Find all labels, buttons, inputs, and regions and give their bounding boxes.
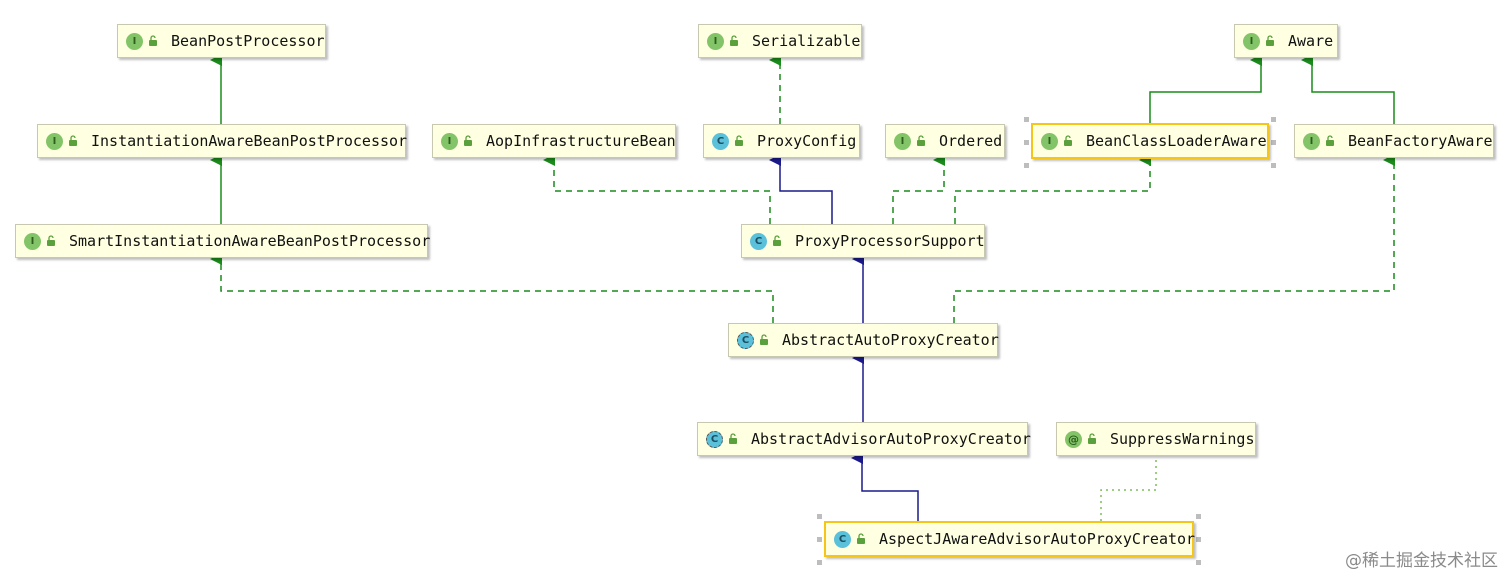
selection-handle[interactable] — [1024, 117, 1029, 122]
public-lock-icon — [729, 433, 737, 444]
public-lock-icon — [917, 135, 925, 146]
class-icon: C — [834, 530, 851, 548]
abstract-class-icon: C — [737, 331, 754, 349]
annotation-icon: @ — [1065, 430, 1082, 448]
selection-handle[interactable] — [1271, 140, 1276, 145]
selection-handle[interactable] — [1196, 537, 1201, 542]
interface-icon: I — [707, 32, 724, 50]
node-label: InstantiationAwareBeanPostProcessor — [91, 132, 408, 150]
node-beanclassloaderaware[interactable]: I BeanClassLoaderAware — [1031, 123, 1269, 159]
interface-icon: I — [1243, 32, 1260, 50]
selection-handle[interactable] — [817, 537, 822, 542]
node-label: BeanFactoryAware — [1348, 132, 1493, 150]
watermark: @稀土掘金技术社区 — [1345, 551, 1498, 571]
selection-handle[interactable] — [1196, 560, 1201, 565]
node-instantiationawarebeanpostprocessor[interactable]: I InstantiationAwareBeanPostProcessor — [37, 124, 408, 158]
selection-handle[interactable] — [1024, 140, 1029, 145]
edge-proxyprocessorsupport-implements-aopinfrastructurebean — [543, 154, 771, 224]
interface-icon: I — [126, 32, 143, 50]
interface-icon: I — [1041, 132, 1058, 150]
node-beanfactoryaware[interactable]: I BeanFactoryAware — [1294, 124, 1494, 158]
node-label: BeanClassLoaderAware — [1086, 132, 1267, 150]
node-label: ProxyProcessorSupport — [795, 232, 985, 250]
selection-handle[interactable] — [1196, 514, 1201, 519]
node-label: AspectJAwareAdvisorAutoProxyCreator — [879, 530, 1196, 548]
node-label: ProxyConfig — [757, 132, 857, 150]
node-label: SuppressWarnings — [1110, 430, 1255, 448]
node-aware[interactable]: I Aware — [1234, 24, 1338, 58]
node-proxyprocessorsupport[interactable]: C ProxyProcessorSupport — [741, 224, 985, 258]
public-lock-icon — [47, 235, 55, 246]
edge-aspectj-annotated-suppresswarnings — [1100, 458, 1157, 521]
edge-beanclassloaderaware-extends-aware — [1149, 54, 1262, 124]
public-lock-icon — [760, 334, 768, 345]
public-lock-icon — [464, 135, 472, 146]
node-serializable[interactable]: I Serializable — [698, 24, 862, 58]
node-label: Serializable — [752, 32, 861, 50]
interface-icon: I — [1303, 132, 1320, 150]
node-aspectjawareadvisorautoproxycreator[interactable]: C AspectJAwareAdvisorAutoProxyCreator — [824, 521, 1196, 557]
node-beanpostprocessor[interactable]: I BeanPostProcessor — [117, 24, 326, 58]
public-lock-icon — [149, 35, 157, 46]
class-icon: C — [750, 232, 767, 250]
node-abstractautoproxycreator[interactable]: C AbstractAutoProxyCreator — [728, 323, 999, 357]
public-lock-icon — [773, 235, 781, 246]
public-lock-icon — [857, 533, 865, 544]
interface-icon: I — [46, 132, 63, 150]
node-ordered[interactable]: I Ordered — [885, 124, 1005, 158]
interface-icon: I — [894, 132, 911, 150]
node-label: Aware — [1288, 32, 1334, 50]
edge-proxyprocessorsupport-implements-beanclassloaderaware — [954, 154, 1151, 224]
selection-handle[interactable] — [1271, 163, 1276, 168]
edge-proxyprocessorsupport-implements-ordered — [892, 154, 945, 224]
node-label: AbstractAutoProxyCreator — [782, 331, 999, 349]
node-label: Ordered — [939, 132, 1003, 150]
edge-abstractautoproxycreator-implements-beanfactoryaware — [953, 154, 1395, 323]
edge-aspectj-extends-abstractadvisor — [851, 452, 919, 521]
edge-abstractautoproxycreator-implements-smartinstantiation — [210, 253, 774, 323]
public-lock-icon — [1266, 35, 1274, 46]
edge-beanfactoryaware-extends-aware — [1301, 54, 1395, 124]
selection-handle[interactable] — [1024, 163, 1029, 168]
interface-icon: I — [441, 132, 458, 150]
public-lock-icon — [1326, 135, 1334, 146]
public-lock-icon — [1064, 135, 1072, 146]
node-label: AopInfrastructureBean — [486, 132, 676, 150]
abstract-class-icon: C — [706, 430, 723, 448]
public-lock-icon — [69, 135, 77, 146]
class-icon: C — [712, 132, 729, 150]
node-label: AbstractAdvisorAutoProxyCreator — [751, 430, 1031, 448]
selection-handle[interactable] — [817, 560, 822, 565]
edge-proxyprocessorsupport-extends-proxyconfig — [769, 154, 833, 224]
public-lock-icon — [1088, 433, 1096, 444]
node-suppresswarnings[interactable]: @ SuppressWarnings — [1056, 422, 1256, 456]
node-aopinfrastructurebean[interactable]: I AopInfrastructureBean — [432, 124, 676, 158]
node-smartinstantiationawarebeanpostprocessor[interactable]: I SmartInstantiationAwareBeanPostProcess… — [15, 224, 431, 258]
node-label: SmartInstantiationAwareBeanPostProcessor — [69, 232, 431, 250]
selection-handle[interactable] — [1271, 117, 1276, 122]
node-proxyconfig[interactable]: C ProxyConfig — [703, 124, 860, 158]
node-label: BeanPostProcessor — [171, 32, 325, 50]
interface-icon: I — [24, 232, 41, 250]
node-abstractadvisorautoproxycreator[interactable]: C AbstractAdvisorAutoProxyCreator — [697, 422, 1031, 456]
public-lock-icon — [735, 135, 743, 146]
selection-handle[interactable] — [817, 514, 822, 519]
public-lock-icon — [730, 35, 738, 46]
